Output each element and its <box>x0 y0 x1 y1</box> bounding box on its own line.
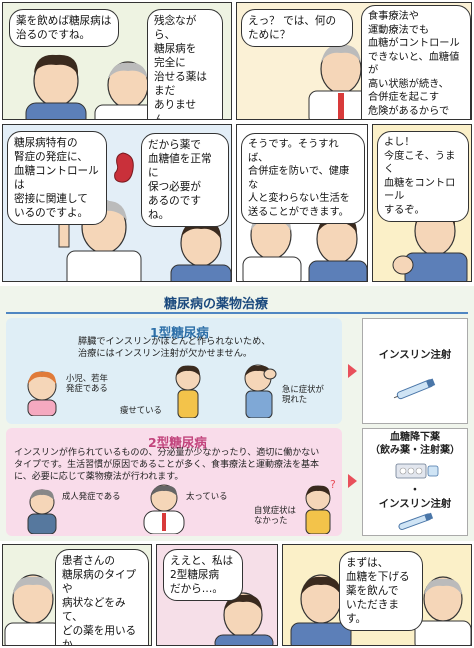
arrow-right-icon <box>348 474 357 488</box>
overweight-figure <box>143 484 185 534</box>
comic-panel-8: まずは、 血糖を下げる 薬を飲んで いただきます。 <box>282 544 472 646</box>
type1-box <box>6 318 342 424</box>
type2-treatment-oral: 血糖降下薬 （飲み薬・注射薬） <box>370 432 460 456</box>
patient-figure <box>290 574 352 645</box>
insulin-pen-icon <box>393 378 436 400</box>
type2-treatment-insulin: インスリン注射 <box>378 498 452 510</box>
type2-treatment-box <box>362 428 468 536</box>
section-title: 糖尿病の薬物治療 <box>164 297 269 312</box>
sick-person-figure <box>244 364 277 418</box>
type2-description: インスリンが作られているものの、分泌量が少なかったり、適切に働かない タイプです… <box>14 448 320 483</box>
thin-person-figure <box>175 365 201 418</box>
speech-bubble: 食事療法や 運動療法でも 血糖がコントロール できないと、血糖値が 高い状態が続… <box>361 5 471 119</box>
comic-panel-6: 患者さんの 糖尿病のタイプや 病状などをみて、 どの薬を用いるか 決めます。 <box>2 544 152 646</box>
insulin-pen-icon <box>398 512 434 530</box>
speech-bubble: ええと、私は 2型糖尿病 だから…。 <box>163 549 243 602</box>
speech-bubble: まずは、 血糖を下げる 薬を飲んで いただきます。 <box>339 551 423 632</box>
child-figure <box>27 371 57 416</box>
doctor-figure <box>308 44 374 119</box>
type1-label-sudden: 急に症状が 現れた <box>282 384 324 405</box>
type1-label-thin: 痩せている <box>120 405 162 415</box>
speech-bubble: よし！ 今度こそ、うまく 血糖をコントロール するぞ。 <box>377 131 469 223</box>
speech-bubble: 患者さんの 糖尿病のタイプや 病状などをみて、 どの薬を用いるか 決めます。 <box>55 549 149 645</box>
doctor-figure <box>4 574 62 645</box>
type1-title: 1型糖尿病 <box>150 325 209 340</box>
type1-treatment-box <box>362 318 468 424</box>
speech-bubble: 薬を飲めば糖尿病は 治るのですね。 <box>9 9 119 48</box>
comic-panel-7: ええと、私は 2型糖尿病 だから…。 <box>156 544 278 646</box>
section-divider <box>6 312 468 314</box>
type1-treatment-label: インスリン注射 <box>378 349 452 361</box>
type1-label-young: 小児、若年 発症である <box>66 373 108 394</box>
kidney-icon <box>114 152 134 183</box>
comic-panel-3: 糖尿病特有の 腎症の発症に、 血糖コントロールは 密接に関連して いるのですよ。… <box>2 124 232 282</box>
type2-label-no-symptoms: 自覚症状は なかった <box>254 505 296 526</box>
comic-panel-4: そうです。そうすれば、 合併症を防いで、健康な 人と変わらない生活を 送ることが… <box>236 124 368 282</box>
speech-bubble: えっ？ では、何のために？ <box>241 9 353 48</box>
type2-title: 2型糖尿病 <box>148 435 207 450</box>
pill-icon <box>395 463 439 479</box>
speech-bubble: 残念ながら、 糖尿病を 完全に 治せる薬は まだ ありません。 <box>147 9 223 119</box>
speech-bubble: そうです。そうすれば、 合併症を防いで、健康な 人と変わらない生活を 送ることが… <box>241 133 365 225</box>
type2-label-overweight: 太っている <box>186 491 228 501</box>
adult-man-figure <box>27 489 57 534</box>
comic-panel-2: えっ？ では、何のために？ 食事療法や 運動療法でも 血糖がコントロール できな… <box>236 2 472 120</box>
patient-figure <box>25 54 87 119</box>
comic-panel-5: よし！ 今度こそ、うまく 血糖をコントロール するぞ。 <box>372 124 472 282</box>
type2-treatment-bullet: ・ <box>409 484 421 496</box>
type1-description: 膵臓でインスリンがほとんど作られないため、 治療にはインスリン注射が欠かせません… <box>78 336 271 360</box>
question-person-figure: ? <box>305 478 336 534</box>
arrow-right-icon <box>348 364 357 378</box>
type2-label-adult: 成人発症である <box>62 491 121 501</box>
speech-bubble: 糖尿病特有の 腎症の発症に、 血糖コントロールは 密接に関連して いるのですよ。 <box>7 131 107 226</box>
comic-panel-1: 薬を飲めば糖尿病は 治るのですね。 残念ながら、 糖尿病を 完全に 治せる薬は … <box>2 2 232 120</box>
svg-text:?: ? <box>330 478 336 491</box>
doctor-figure <box>414 576 471 645</box>
speech-bubble: だから薬で 血糖値を正常に 保つ必要が あるのですね。 <box>141 133 229 228</box>
